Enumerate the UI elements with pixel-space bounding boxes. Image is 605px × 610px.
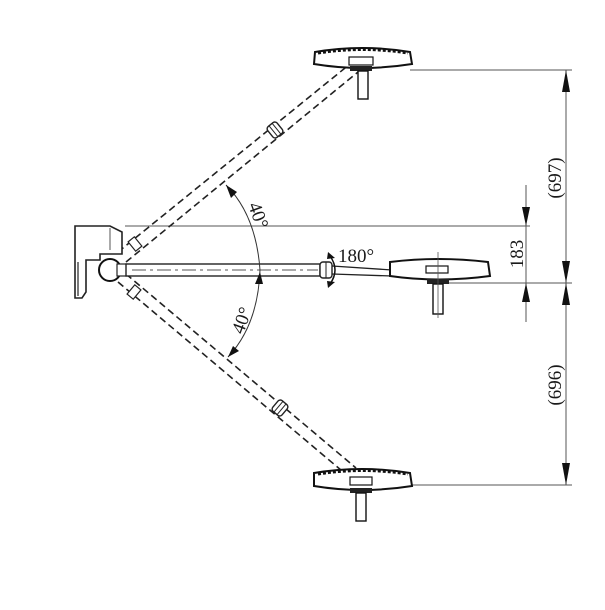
upper-angle-label: 40° — [243, 200, 272, 232]
dimension-183: 183 — [507, 185, 530, 322]
extension-lines — [125, 69, 572, 486]
center-lamp-head — [389, 252, 492, 318]
wall-bracket — [74, 225, 123, 299]
dimension-696: (696) — [545, 283, 570, 485]
rotation-arrow: 180° — [327, 246, 374, 288]
pivot-joint — [98, 258, 128, 282]
lower-arm-joint — [271, 399, 289, 417]
lower-angle-label: 40° — [228, 305, 257, 337]
dimension-label-696: (696) — [545, 364, 566, 405]
dimension-697: (697) — [545, 70, 570, 283]
rotation-angle-label: 180° — [338, 246, 374, 267]
dimension-label-697: (697) — [545, 157, 566, 198]
upper-lamp-head — [312, 47, 414, 100]
upper-arm — [117, 63, 359, 263]
angle-lower: 40° — [227, 269, 263, 358]
angle-upper: 40° — [225, 184, 272, 271]
upper-arm-joint — [266, 121, 284, 139]
dimension-label-183: 183 — [507, 240, 528, 269]
lower-arm — [117, 273, 357, 477]
center-arm — [125, 261, 393, 279]
lower-lamp-head — [313, 468, 414, 522]
